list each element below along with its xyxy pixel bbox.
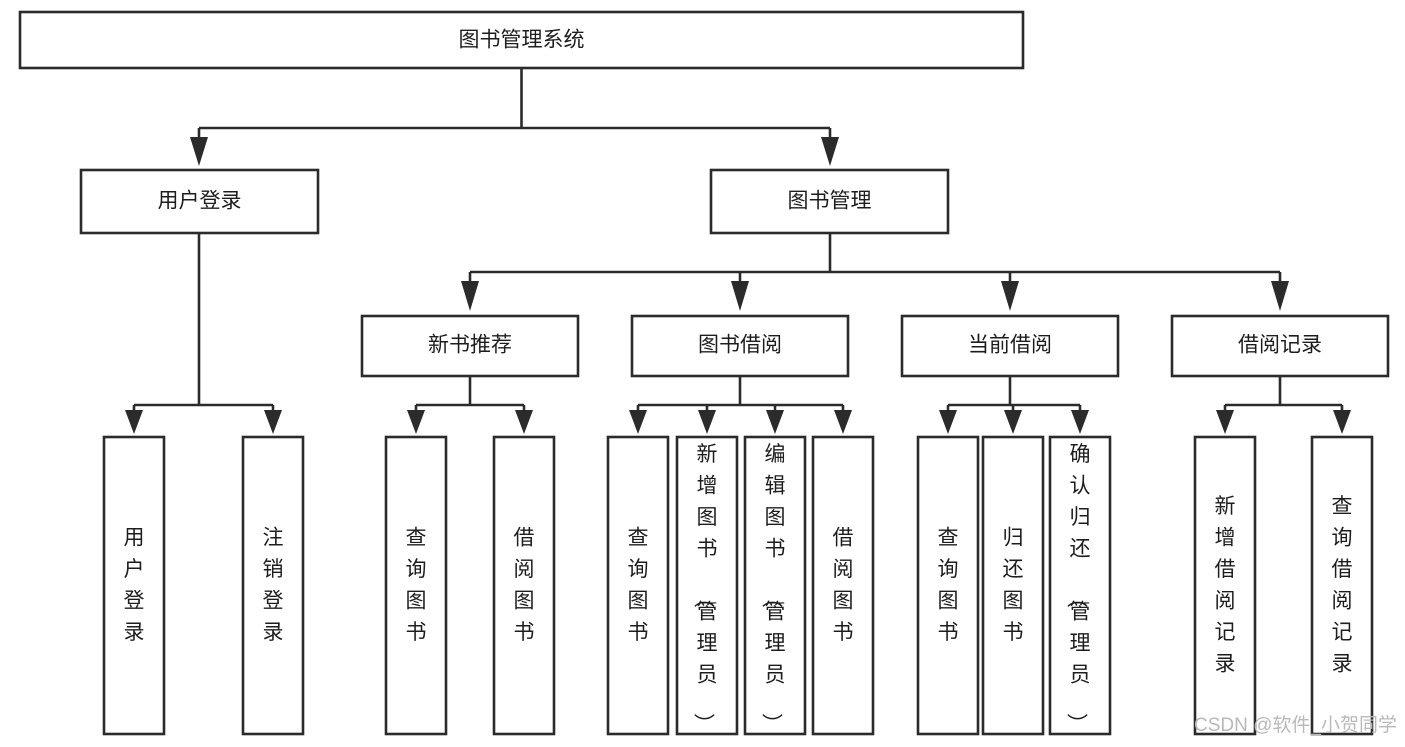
arrow-to-book-manage: [821, 137, 839, 166]
node-leaf-query-book-3-label: 查询图书: [938, 527, 959, 645]
arrow-to-leaf-query-book-2: [629, 410, 647, 434]
node-current-borrow-box[interactable]: [900, 314, 1120, 378]
node-leaf-query-book-2-label: 查询图书: [628, 527, 649, 645]
node-leaf-user-login-box[interactable]: [102, 435, 166, 736]
arrow-to-borrow-record: [1271, 281, 1289, 311]
node-leaf-add-record[interactable]: 新增借阅记录: [1193, 435, 1257, 736]
node-leaf-add-record-box[interactable]: [1193, 435, 1257, 736]
node-leaf-query-book-1-label: 查询图书: [406, 527, 427, 645]
node-book-borrow-label: 图书借阅: [698, 334, 782, 357]
node-book-borrow-box[interactable]: [630, 314, 850, 378]
node-borrow-record-label: 借阅记录: [1238, 334, 1322, 357]
node-leaf-borrow-book-2[interactable]: 借阅图书: [811, 435, 875, 736]
node-leaf-return-book-label: 归还图书: [1003, 527, 1024, 645]
node-leaf-query-book-2-box[interactable]: [606, 435, 670, 736]
node-leaf-query-book-3-box[interactable]: [916, 435, 980, 736]
node-book-manage[interactable]: 图书管理: [709, 168, 950, 235]
arrow-to-leaf-add-book: [698, 410, 716, 434]
arrow-to-leaf-query-book-1: [407, 410, 425, 434]
node-root-system[interactable]: 图书管理系统: [18, 10, 1025, 70]
node-leaf-borrow-book-1-label: 借阅图书: [514, 527, 535, 645]
node-user-login[interactable]: 用户登录: [79, 168, 320, 235]
arrow-to-book-borrow: [731, 281, 749, 311]
node-leaf-borrow-book-1[interactable]: 借阅图书: [492, 435, 556, 736]
node-leaf-add-book-label: 新增图书（管理员）: [692, 443, 718, 734]
node-leaf-user-login-label: 用户登录: [124, 527, 145, 645]
node-leaf-add-book[interactable]: 新增图书（管理员）: [675, 435, 739, 736]
node-leaf-confirm-return-box[interactable]: [1048, 435, 1112, 736]
arrow-to-leaf-query-record: [1333, 410, 1351, 434]
node-leaf-add-record-label: 新增借阅记录: [1215, 495, 1236, 676]
node-leaf-edit-book-box[interactable]: [743, 435, 807, 736]
connector-layer: [125, 68, 1351, 434]
arrow-to-leaf-user-logout: [264, 410, 282, 434]
arrow-to-leaf-add-record: [1216, 410, 1234, 434]
node-new-book-recommend-label: 新书推荐: [428, 334, 512, 357]
node-leaf-borrow-book-1-box[interactable]: [492, 435, 556, 736]
node-leaf-user-logout[interactable]: 注销登录: [241, 435, 305, 736]
arrow-to-leaf-return-book: [1004, 410, 1022, 434]
node-leaf-return-book-box[interactable]: [981, 435, 1045, 736]
node-new-book-recommend[interactable]: 新书推荐: [360, 314, 580, 378]
node-leaf-edit-book[interactable]: 编辑图书（管理员）: [743, 435, 807, 736]
node-leaf-query-record[interactable]: 查询借阅记录: [1310, 435, 1374, 736]
node-root-system-label: 图书管理系统: [459, 29, 585, 52]
node-leaf-confirm-return-label: 确认归还（管理员）: [1065, 443, 1091, 734]
node-leaf-borrow-book-2-box[interactable]: [811, 435, 875, 736]
arrow-to-current-borrow: [1001, 281, 1019, 311]
node-current-borrow[interactable]: 当前借阅: [900, 314, 1120, 378]
node-borrow-record[interactable]: 借阅记录: [1170, 314, 1390, 378]
arrow-to-leaf-borrow-book-1: [515, 410, 533, 434]
node-book-manage-label: 图书管理: [788, 190, 872, 213]
node-leaf-confirm-return[interactable]: 确认归还（管理员）: [1048, 435, 1112, 736]
node-user-login-label: 用户登录: [158, 190, 242, 213]
node-root-system-box[interactable]: [18, 10, 1025, 70]
arrow-to-leaf-confirm-return: [1071, 410, 1089, 434]
arrow-to-leaf-query-book-3: [939, 410, 957, 434]
node-borrow-record-box[interactable]: [1170, 314, 1390, 378]
node-book-manage-box[interactable]: [709, 168, 950, 235]
arrow-to-new-book-recommend: [461, 281, 479, 311]
node-user-login-box[interactable]: [79, 168, 320, 235]
arrow-to-leaf-edit-book: [766, 410, 784, 434]
node-leaf-query-book-1-box[interactable]: [384, 435, 448, 736]
node-new-book-recommend-box[interactable]: [360, 314, 580, 378]
node-leaf-user-logout-box[interactable]: [241, 435, 305, 736]
node-leaf-query-record-label: 查询借阅记录: [1332, 495, 1353, 676]
node-leaf-borrow-book-2-label: 借阅图书: [833, 527, 854, 645]
arrow-to-leaf-user-login: [125, 410, 143, 434]
arrow-to-leaf-borrow-book-2: [834, 410, 852, 434]
node-current-borrow-label: 当前借阅: [968, 334, 1052, 357]
node-leaf-query-record-box[interactable]: [1310, 435, 1374, 736]
node-leaf-edit-book-label: 编辑图书（管理员）: [760, 443, 786, 734]
csdn-watermark: CSDN @软件_小贺同学: [1194, 714, 1397, 736]
node-leaf-query-book-1[interactable]: 查询图书: [384, 435, 448, 736]
node-book-borrow[interactable]: 图书借阅: [630, 314, 850, 378]
arrow-to-user-login: [190, 137, 208, 166]
node-leaf-add-book-box[interactable]: [675, 435, 739, 736]
node-leaf-query-book-2[interactable]: 查询图书: [606, 435, 670, 736]
node-leaf-return-book[interactable]: 归还图书: [981, 435, 1045, 736]
node-leaf-user-login[interactable]: 用户登录: [102, 435, 166, 736]
node-leaf-user-logout-label: 注销登录: [263, 527, 284, 645]
node-leaf-query-book-3[interactable]: 查询图书: [916, 435, 980, 736]
